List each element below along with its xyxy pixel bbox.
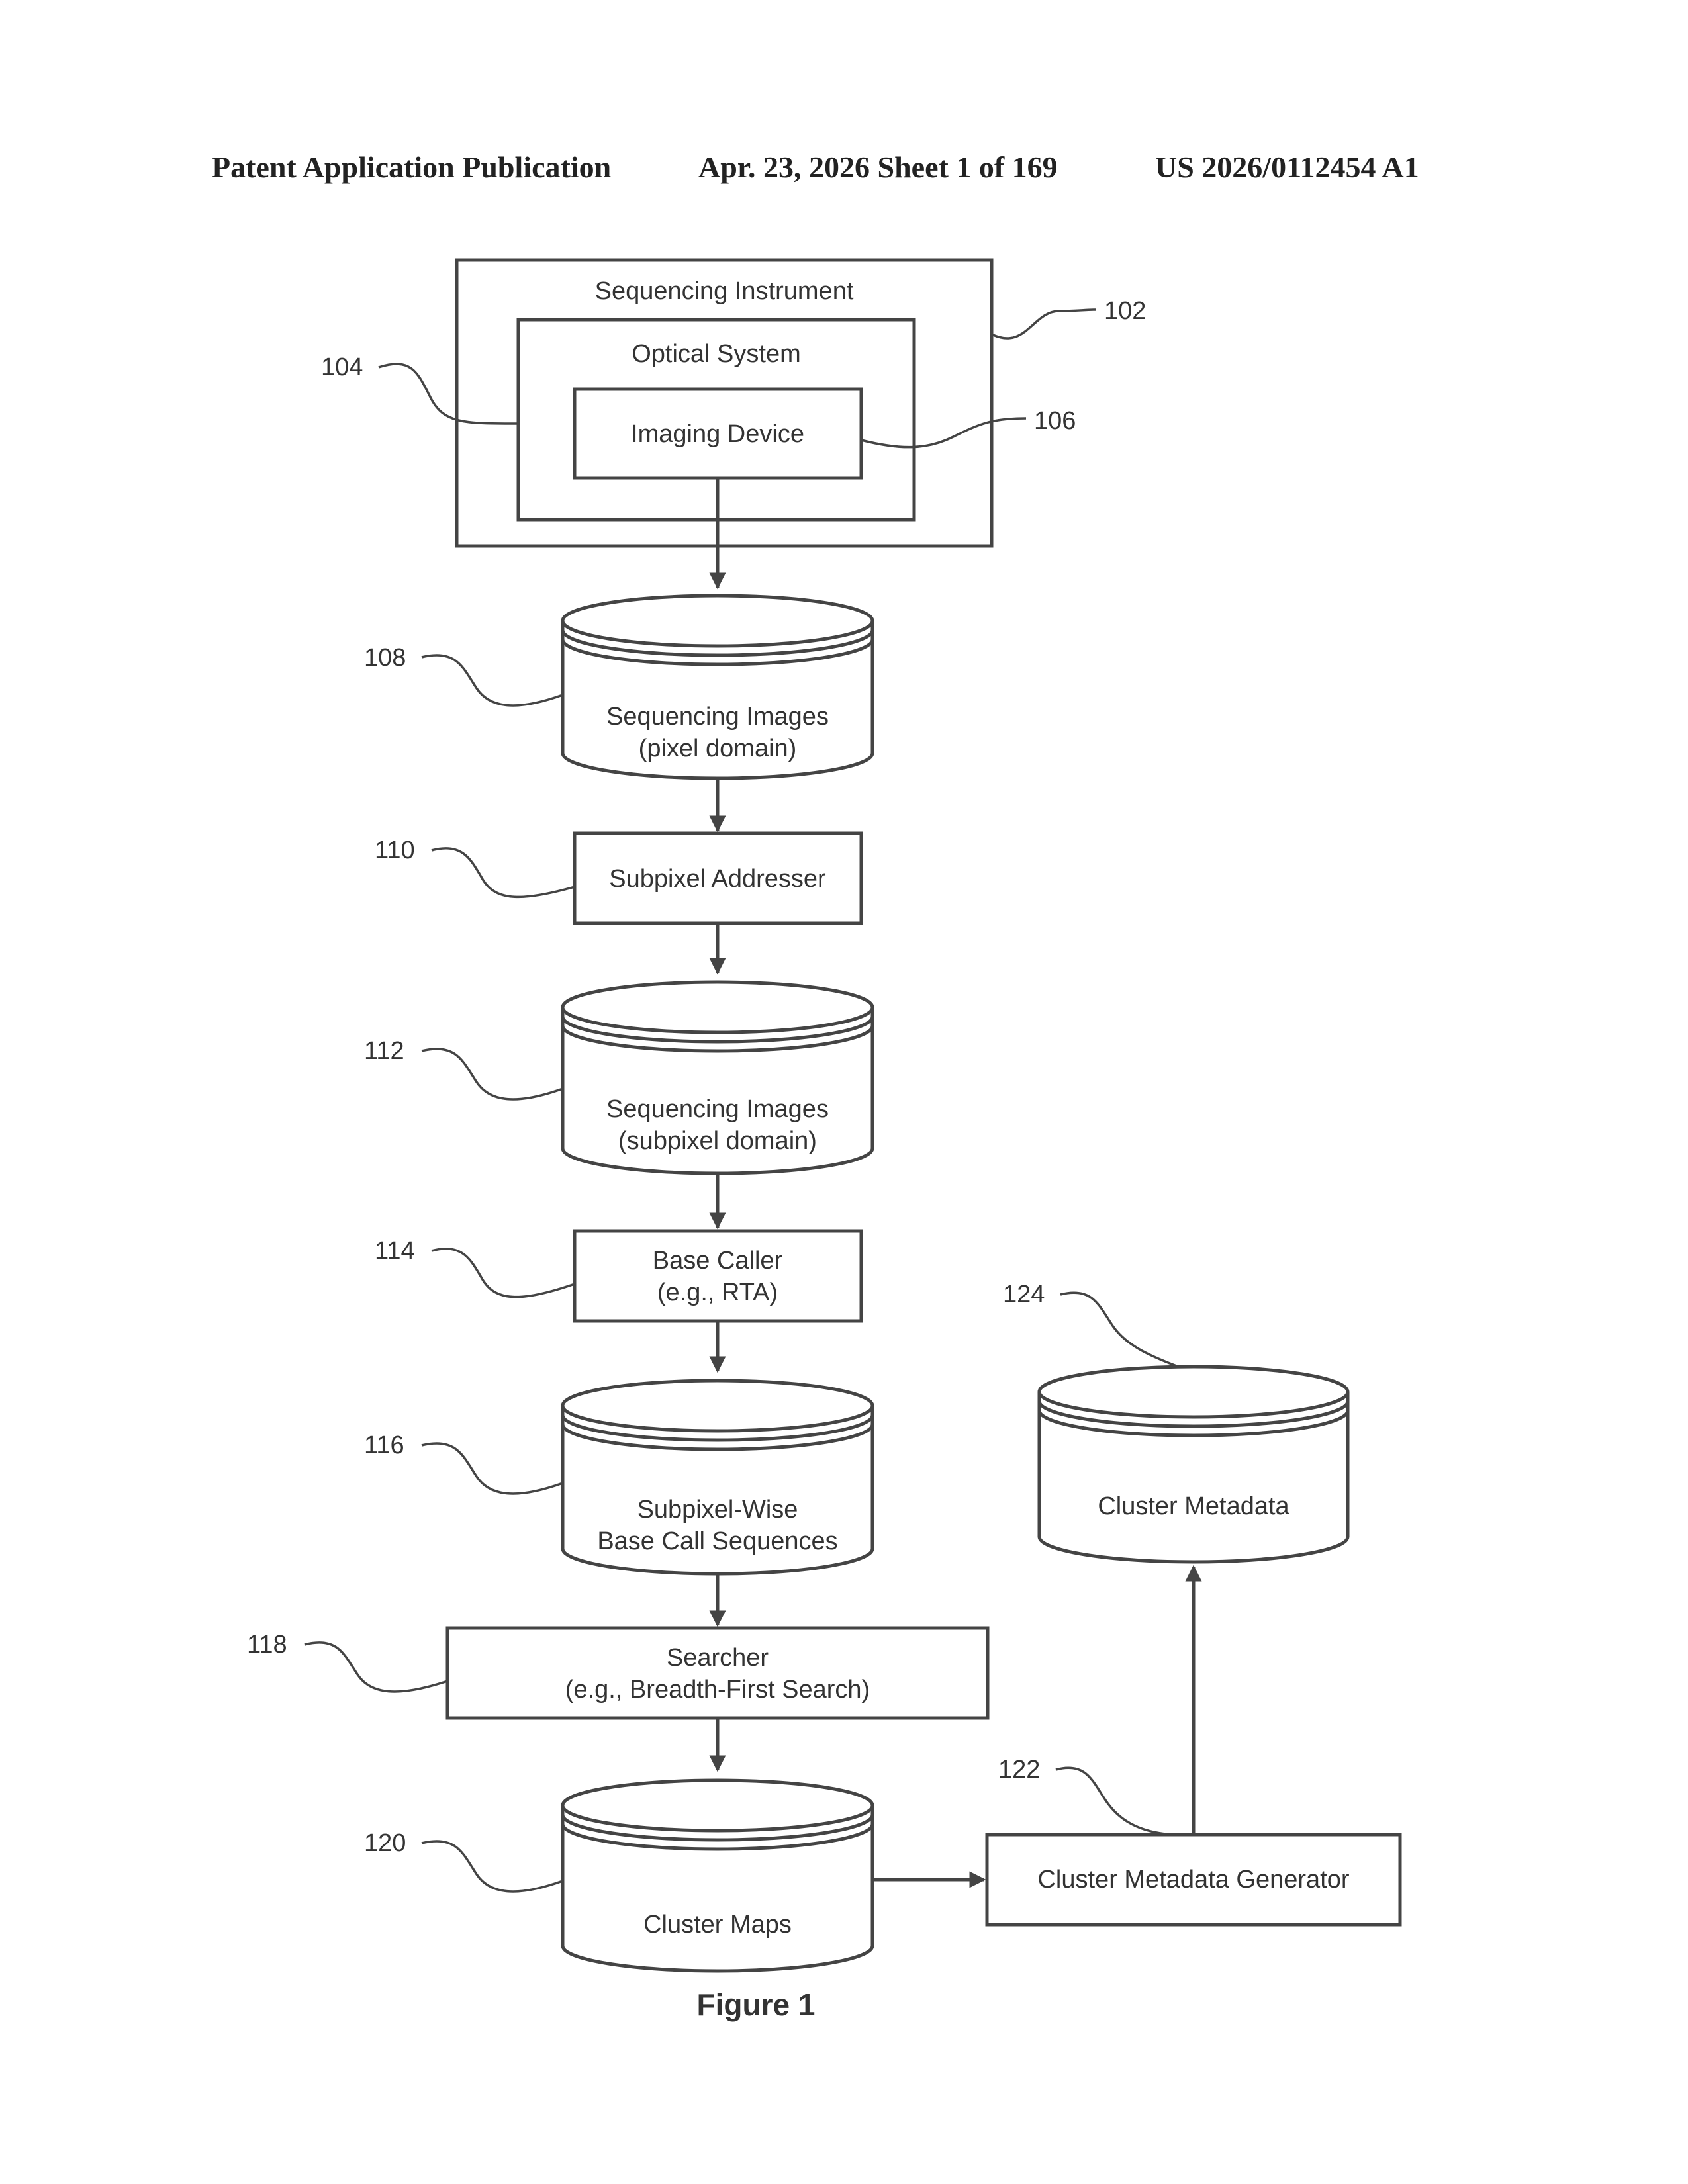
ref-114-label: 114 (375, 1237, 415, 1265)
searcher-line2: (e.g., Breadth-First Search) (565, 1676, 870, 1704)
ref-116: 116 (364, 1432, 563, 1494)
ref-124: 124 (1003, 1281, 1178, 1367)
ref-112: 112 (364, 1037, 563, 1099)
ref-122: 122 (998, 1756, 1172, 1835)
searcher-box: Searcher (e.g., Breadth-First Search) (447, 1628, 988, 1718)
ref-102-label: 102 (1104, 297, 1146, 325)
ref-108-label: 108 (364, 644, 406, 672)
cluster-metadata-label: Cluster Metadata (1098, 1492, 1289, 1520)
sequencing-images-subpixel-cylinder: Sequencing Images (subpixel domain) (563, 982, 872, 1173)
cluster-maps-cylinder: Cluster Maps (563, 1780, 872, 1971)
sequencing-instrument-label: Sequencing Instrument (595, 277, 854, 305)
base-call-sequences-line2: Base Call Sequences (597, 1527, 837, 1555)
cluster-metadata-generator-box: Cluster Metadata Generator (987, 1835, 1400, 1925)
sequencing-images-pixel-cylinder: Sequencing Images (pixel domain) (563, 596, 872, 778)
base-call-sequences-cylinder: Subpixel-Wise Base Call Sequences (563, 1381, 872, 1574)
searcher-line1: Searcher (667, 1644, 769, 1672)
ref-112-label: 112 (364, 1037, 404, 1065)
sequencing-images-subpixel-line2: (subpixel domain) (618, 1127, 817, 1155)
optical-system-label: Optical System (632, 340, 801, 368)
ref-118: 118 (247, 1631, 447, 1692)
subpixel-addresser-label: Subpixel Addresser (609, 865, 826, 893)
figure-caption: Figure 1 (697, 1987, 816, 2022)
ref-118-label: 118 (247, 1631, 287, 1659)
cluster-maps-label: Cluster Maps (643, 1911, 792, 1938)
subpixel-addresser-box: Subpixel Addresser (575, 833, 861, 923)
publication-title: Patent Application Publication (212, 150, 611, 184)
base-caller-line1: Base Caller (653, 1247, 783, 1275)
ref-108: 108 (364, 644, 563, 705)
cluster-metadata-cylinder: Cluster Metadata (1039, 1367, 1348, 1562)
base-caller-box: Base Caller (e.g., RTA) (575, 1231, 861, 1321)
date-sheet: Apr. 23, 2026 Sheet 1 of 169 (698, 150, 1058, 184)
sequencing-images-pixel-line1: Sequencing Images (606, 703, 829, 731)
sequencing-images-subpixel-line1: Sequencing Images (606, 1095, 829, 1123)
sequencing-images-pixel-line2: (pixel domain) (639, 735, 797, 762)
ref-104-label: 104 (321, 353, 363, 381)
ref-124-label: 124 (1003, 1281, 1045, 1308)
imaging-device-label: Imaging Device (631, 420, 804, 448)
base-caller-line2: (e.g., RTA) (657, 1279, 778, 1306)
cluster-metadata-generator-label: Cluster Metadata Generator (1037, 1866, 1349, 1893)
base-call-sequences-line1: Subpixel-Wise (637, 1496, 798, 1524)
imaging-device-box: Imaging Device (575, 389, 861, 478)
ref-116-label: 116 (364, 1432, 404, 1459)
ref-102: 102 (992, 297, 1146, 338)
ref-120: 120 (364, 1829, 563, 1891)
publication-number: US 2026/0112454 A1 (1155, 150, 1419, 184)
ref-114: 114 (375, 1237, 575, 1297)
ref-110-label: 110 (375, 837, 415, 864)
ref-122-label: 122 (998, 1756, 1040, 1784)
ref-110: 110 (375, 837, 575, 897)
ref-120-label: 120 (364, 1829, 406, 1857)
ref-106-label: 106 (1034, 407, 1076, 435)
